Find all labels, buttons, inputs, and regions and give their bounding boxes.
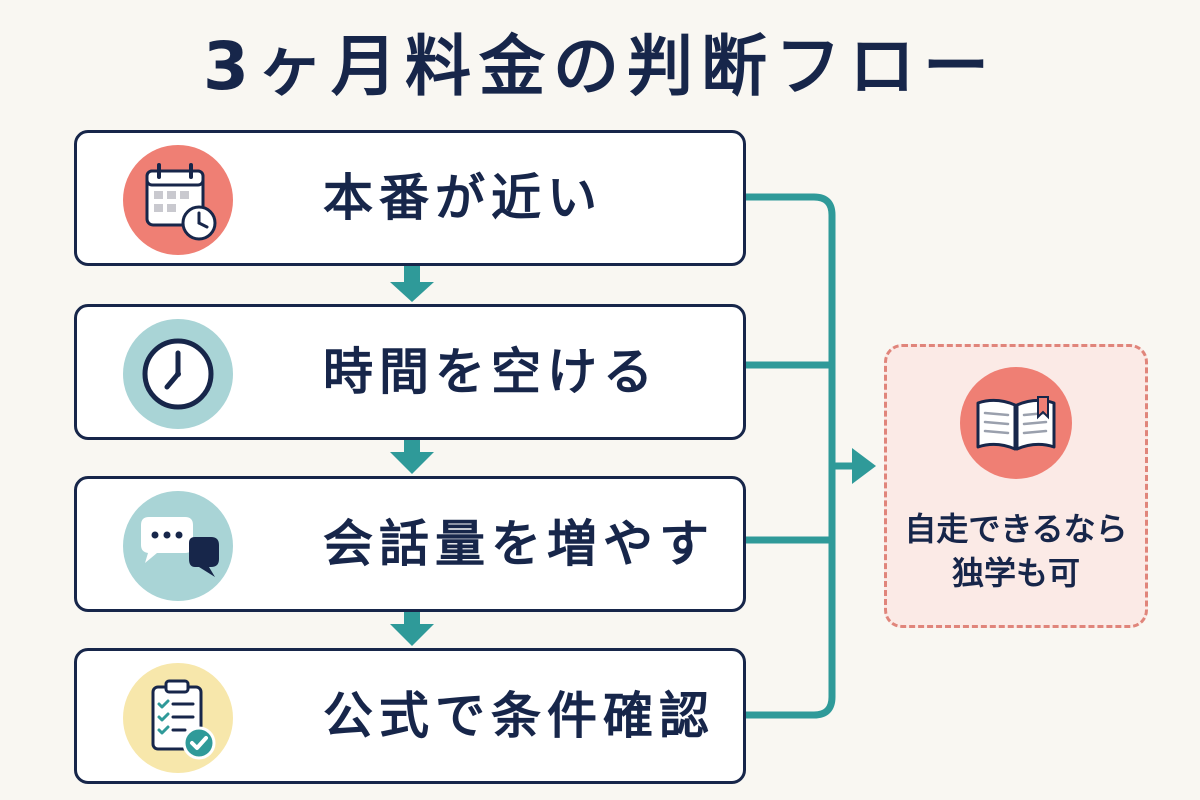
step-label: 本番が近い: [323, 169, 603, 227]
outcome-text: 自走できるなら 独学も可: [887, 507, 1145, 595]
outcome-line-1: 自走できるなら: [904, 510, 1128, 548]
chat-bubbles-icon: [123, 491, 233, 601]
step-label: 時間を空ける: [323, 343, 659, 401]
clock-icon: [123, 319, 233, 429]
step-label: 公式で条件確認: [323, 687, 715, 745]
step-make-time: 時間を空ける: [74, 304, 746, 440]
step-near-exam: 本番が近い: [74, 130, 746, 266]
step-more-conversation: 会話量を増やす: [74, 476, 746, 612]
bracket-connector: [746, 193, 856, 719]
step-check-conditions: 公式で条件確認: [74, 648, 746, 784]
calendar-clock-icon: [123, 145, 233, 255]
down-arrow-3: [390, 612, 434, 646]
clipboard-check-icon: [123, 663, 233, 773]
down-arrow-2: [390, 440, 434, 474]
outcome-box: 自走できるなら 独学も可: [884, 344, 1148, 628]
page-title: 3ヶ月料金の判断フロー: [203, 28, 997, 105]
down-arrow-1: [390, 266, 434, 302]
outcome-arrow-head: [852, 448, 876, 484]
outcome-line-2: 独学も可: [951, 554, 1080, 592]
step-label: 会話量を増やす: [323, 515, 715, 573]
open-book-icon: [960, 367, 1072, 479]
